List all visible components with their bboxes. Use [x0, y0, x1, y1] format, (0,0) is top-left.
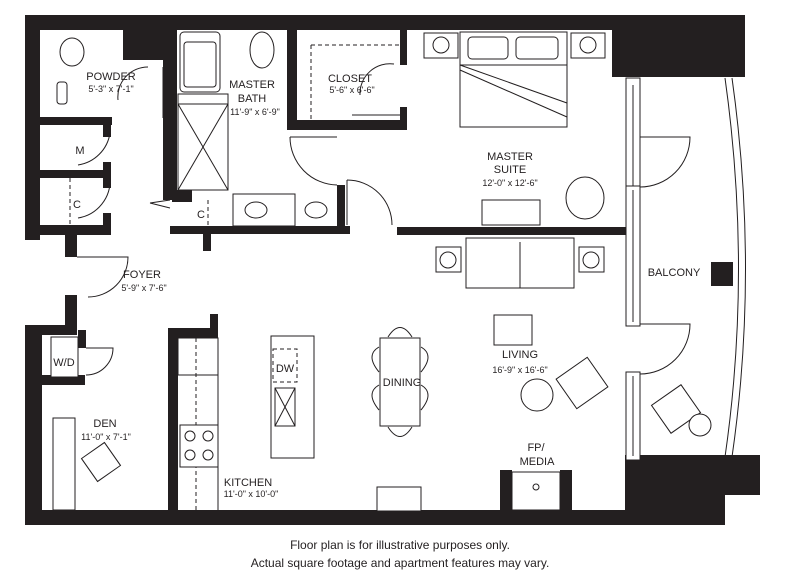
disclaimer-line-1: Floor plan is for illustrative purposes … [290, 538, 510, 552]
closet-dims: 5'-6" x 6'-6" [329, 85, 374, 95]
c-closet-label-2: C [197, 209, 205, 221]
master-bath-dims: 11'-9" x 6'-9" [230, 107, 280, 117]
living-label: LIVING [502, 349, 538, 361]
living-dims: 16'-9" x 16'-6" [492, 365, 547, 375]
powder-label: POWDER [86, 71, 136, 83]
master-suite-dims: 12'-0" x 12'-6" [482, 178, 537, 188]
master-bath-label: MASTER [229, 79, 275, 91]
desk-icon [52, 417, 76, 511]
dishwasher-label: DW [276, 363, 295, 375]
toilet-icon [56, 81, 68, 105]
toilet-icon [249, 31, 275, 69]
fireplace-icon [511, 471, 561, 511]
windows [625, 77, 746, 461]
stove-icon [179, 424, 219, 468]
washer-dryer-label: W/D [53, 357, 74, 369]
dining-label: DINING [383, 377, 422, 389]
m-closet-label: M [75, 145, 84, 157]
sink-icon [59, 37, 85, 67]
sink-icon [304, 201, 328, 219]
c-closet-label: C [73, 199, 81, 211]
doors [77, 63, 691, 376]
dining-table-icon [379, 337, 421, 427]
chair-icon [565, 176, 605, 220]
washer-dryer-icon [50, 336, 79, 378]
sink-icon [244, 201, 268, 219]
kitchen-dims: 11'-0" x 10'-0" [224, 489, 279, 499]
den-dims: 11'-0" x 7'-1" [81, 432, 131, 442]
fp-media-label-2: MEDIA [520, 456, 556, 468]
walls [25, 15, 760, 525]
desk-chair-icon [80, 441, 122, 483]
room-labels: POWDER 5'-3" x 7'-1" MASTER BATH 11'-9" … [53, 71, 701, 499]
closet-label: CLOSET [328, 73, 372, 85]
powder-dims: 5'-3" x 7'-1" [88, 84, 133, 94]
master-bath-label-2: BATH [238, 93, 267, 105]
table-icon [493, 314, 533, 346]
coffee-table-icon [520, 378, 554, 412]
armchair-icon [650, 384, 702, 434]
foyer-label: FOYER [123, 269, 161, 281]
dresser-icon [481, 199, 541, 226]
balcony-label: BALCONY [648, 267, 701, 279]
master-suite-label: MASTER [487, 151, 533, 163]
foyer-dims: 5'-9" x 7'-6" [121, 283, 166, 293]
fp-media-label: FP/ [527, 442, 545, 454]
master-suite-label-2: SUITE [494, 164, 526, 176]
fixtures [50, 31, 712, 512]
den-label: DEN [93, 418, 116, 430]
kitchen-label: KITCHEN [224, 477, 272, 489]
disclaimer-line-2: Actual square footage and apartment feat… [251, 556, 550, 570]
armchair-icon [555, 356, 609, 410]
